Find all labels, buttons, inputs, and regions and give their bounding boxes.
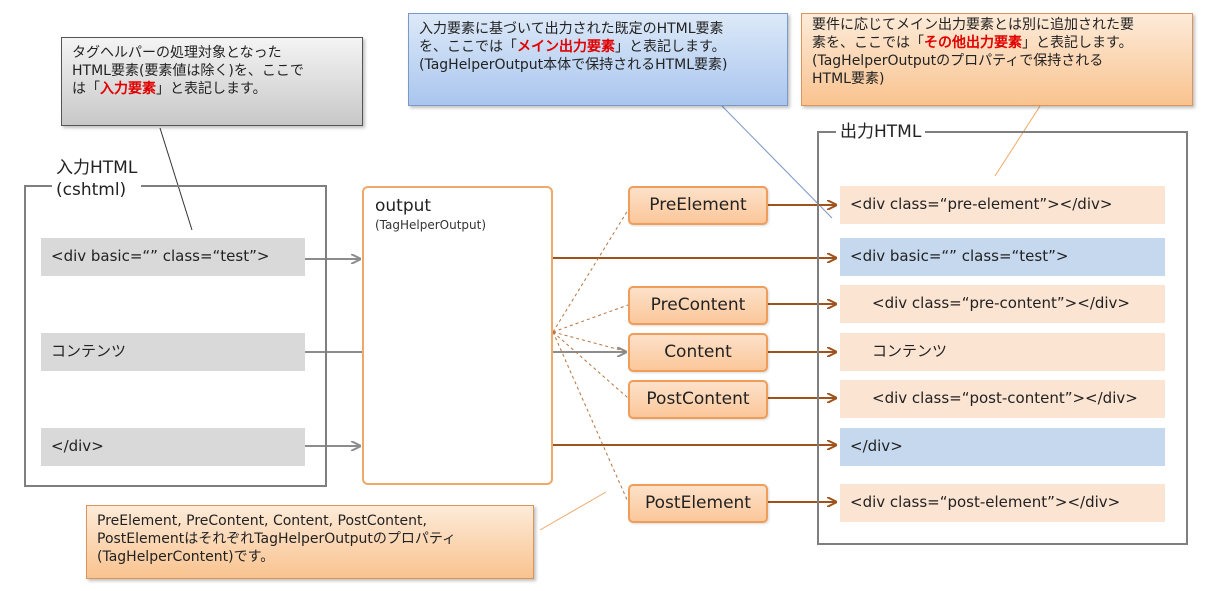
input-note-line3: は「入力要素」と表記します。 [72, 80, 352, 98]
other-note-line3: (TagHelperOutputのプロパティで保持される [812, 53, 1104, 69]
input-html-title: 入力HTML (cshtml) [52, 157, 142, 201]
main-note-line2-post: 」と表記します。 [615, 39, 726, 55]
input-note-emphasis: 入力要素 [100, 81, 156, 97]
output-row-main-close: </div> [840, 428, 1165, 466]
other-note-line4: HTML要素) [812, 71, 885, 87]
input-html-title-line2: (cshtml) [56, 180, 127, 200]
dash-postelement [552, 331, 629, 503]
output-row-pre-content: <div class=“pre-content”></div> [840, 285, 1165, 323]
output-row-content: コンテンツ [840, 333, 1165, 371]
input-html-group [24, 185, 327, 487]
props-note-line2: PostElementはそれぞれTagHelperOutputのプロパティ [97, 531, 457, 547]
other-note-line2: 素を、ここでは「その他出力要素」と表記します。 [812, 34, 1182, 52]
main-note-emphasis: メイン出力要素 [517, 39, 615, 55]
output-row-pre-element: <div class=“pre-element”></div> [840, 186, 1165, 224]
other-output-note: 要件に応じてメイン出力要素とは別に追加された要 素を、ここでは「その他出力要素」… [801, 13, 1193, 106]
dash-precontent [552, 304, 629, 333]
property-preelement: PreElement [628, 186, 768, 225]
props-note-line3: (TagHelperContent)です。 [97, 549, 275, 565]
property-postelement: PostElement [628, 484, 768, 523]
other-note-line2-pre: 素を、ここでは「 [812, 35, 924, 51]
output-node-subtitle: (TagHelperOutput) [375, 218, 487, 232]
main-note-line1: 入力要素に基づいて出力された既定のHTML要素 [419, 21, 724, 37]
props-note-leader [539, 491, 607, 531]
input-row-content: コンテンツ [41, 333, 305, 371]
main-note-line2: を、ここでは「メイン出力要素」と表記します。 [419, 38, 777, 56]
output-node-title: output [375, 196, 432, 216]
dash-preelement [552, 209, 629, 333]
dash-content [552, 331, 629, 353]
input-note-line3-pre: は「 [72, 81, 100, 97]
other-note-line2-post: 」と表記します。 [1022, 35, 1133, 51]
output-row-post-element: <div class=“post-element”></div> [840, 484, 1165, 522]
input-note-line3-post: 」と表記します。 [156, 81, 267, 97]
properties-note: PreElement, PreContent, Content, PostCon… [86, 505, 534, 579]
main-note-line2-pre: を、ここでは「 [419, 39, 517, 55]
output-html-title: 出力HTML [836, 121, 926, 143]
output-row-main-open: <div basic=“” class=“test”> [840, 238, 1165, 276]
property-precontent: PreContent [628, 286, 768, 325]
dash-postcontent [552, 331, 629, 399]
input-row-open-tag: <div basic=“” class=“test”> [41, 238, 305, 276]
input-note-line2: HTML要素(要素値は除く)を、ここで [72, 63, 304, 79]
props-note-line1: PreElement, PreContent, Content, PostCon… [97, 513, 427, 529]
input-note-line1: タグヘルパーの処理対象となった [72, 45, 282, 61]
input-element-note: タグヘルパーの処理対象となった HTML要素(要素値は除く)を、ここで は「入力… [61, 37, 363, 126]
main-output-note: 入力要素に基づいて出力された既定のHTML要素 を、ここでは「メイン出力要素」と… [408, 13, 788, 106]
tag-helper-output-node: output (TagHelperOutput) [362, 186, 553, 485]
other-note-emphasis: その他出力要素 [924, 35, 1022, 51]
output-row-post-content: <div class=“post-content”></div> [840, 380, 1165, 418]
main-note-line3: (TagHelperOutput本体で保持されるHTML要素) [419, 57, 728, 73]
other-note-line1: 要件に応じてメイン出力要素とは別に追加された要 [812, 17, 1134, 33]
property-content: Content [628, 333, 768, 372]
property-postcontent: PostContent [628, 380, 768, 419]
input-row-close-tag: </div> [41, 428, 305, 466]
output-html-group [817, 131, 1188, 545]
input-html-title-line1: 入力HTML [56, 158, 138, 178]
